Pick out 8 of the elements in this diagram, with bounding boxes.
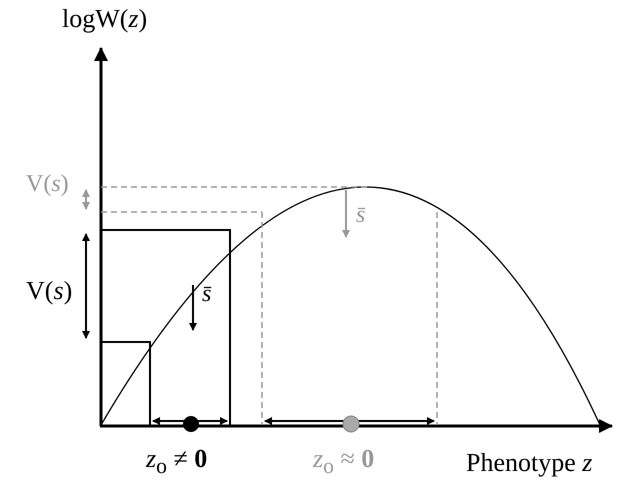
variance-label: V(s) bbox=[26, 172, 69, 196]
x-axis-label: Phenotype z bbox=[466, 450, 592, 476]
variance-label: V(s) bbox=[26, 278, 72, 304]
offset-label: z$_{o}$ ≈ 0 bbox=[313, 446, 374, 478]
selection-label: s̄ bbox=[356, 203, 366, 227]
offset-label: z$_{o}$ ≠ 0 bbox=[146, 446, 208, 478]
y-axis-label: logW(z) bbox=[62, 6, 148, 32]
selection-label: s̄ bbox=[202, 282, 212, 306]
